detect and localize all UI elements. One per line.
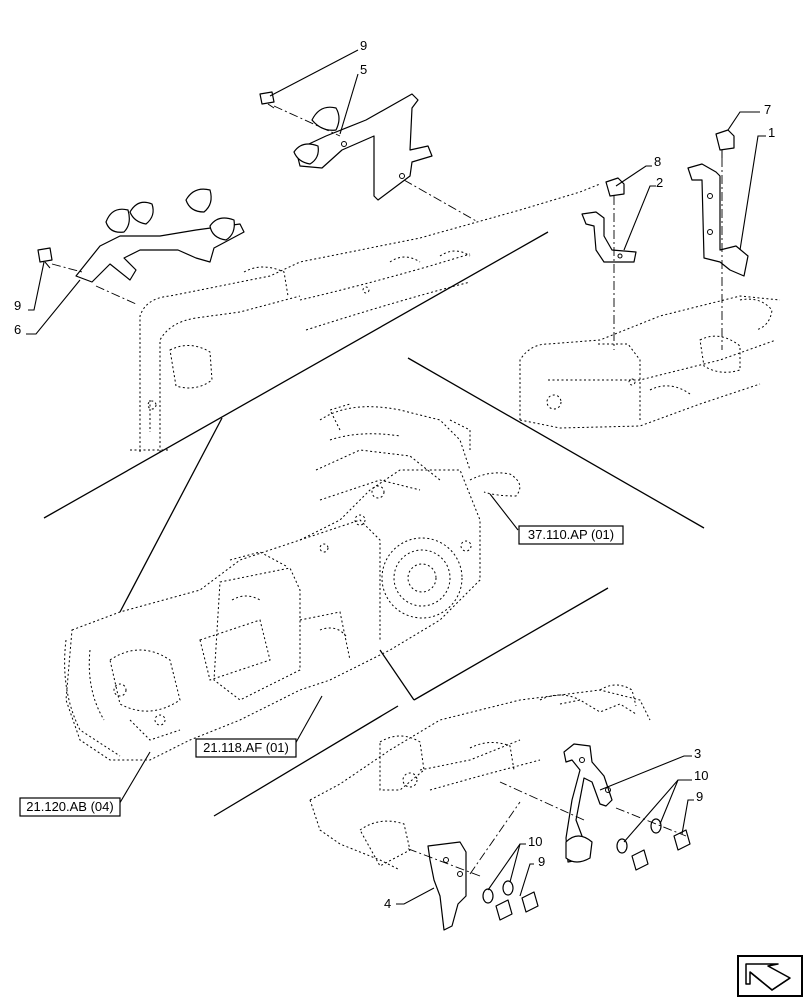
callout-4: 4 — [384, 896, 391, 911]
callout-7: 7 — [764, 102, 771, 117]
right-axle-housing — [519, 295, 781, 429]
bracket-part-5 — [259, 91, 433, 201]
upper-axle-housing — [130, 183, 601, 452]
transmission-assembly — [64, 403, 521, 761]
callout-8: 8 — [654, 154, 661, 169]
reference-21-120-ab: 21.120.AB (04) — [19, 797, 121, 817]
bracket-part-3 — [563, 743, 613, 863]
lower-axle-housing — [309, 684, 651, 871]
callout-10-right: 10 — [694, 768, 708, 783]
reference-21-118-af: 21.118.AF (01) — [195, 738, 297, 758]
callout-2: 2 — [656, 175, 663, 190]
washers-and-bolts — [482, 818, 691, 921]
reference-37-110-ap: 37.110.AP (01) — [518, 525, 624, 545]
bracket-part-6 — [37, 188, 245, 283]
bracket-part-4 — [427, 841, 467, 931]
assembly-lines — [51, 105, 723, 877]
svg-text:21.120.AB (04): 21.120.AB (04) — [26, 799, 113, 814]
callout-9-lower: 9 — [538, 854, 545, 869]
leader-lines — [26, 49, 766, 905]
callout-1: 1 — [768, 125, 775, 140]
bracket-part-1 — [687, 129, 749, 277]
callout-10-lower: 10 — [528, 834, 542, 849]
bracket-part-2 — [581, 177, 637, 263]
callout-5: 5 — [360, 62, 367, 77]
callout-labels: 9 5 7 1 8 2 9 6 3 10 9 10 9 4 — [14, 38, 775, 911]
callout-9-right: 9 — [696, 789, 703, 804]
callout-9: 9 — [360, 38, 367, 53]
svg-text:21.118.AF (01): 21.118.AF (01) — [203, 740, 289, 755]
callout-3: 3 — [694, 746, 701, 761]
zone-lines — [43, 231, 705, 817]
svg-text:37.110.AP (01): 37.110.AP (01) — [528, 527, 614, 542]
callout-6: 6 — [14, 322, 21, 337]
callout-9-left: 9 — [14, 298, 21, 313]
navigation-arrow-icon[interactable] — [737, 955, 803, 997]
